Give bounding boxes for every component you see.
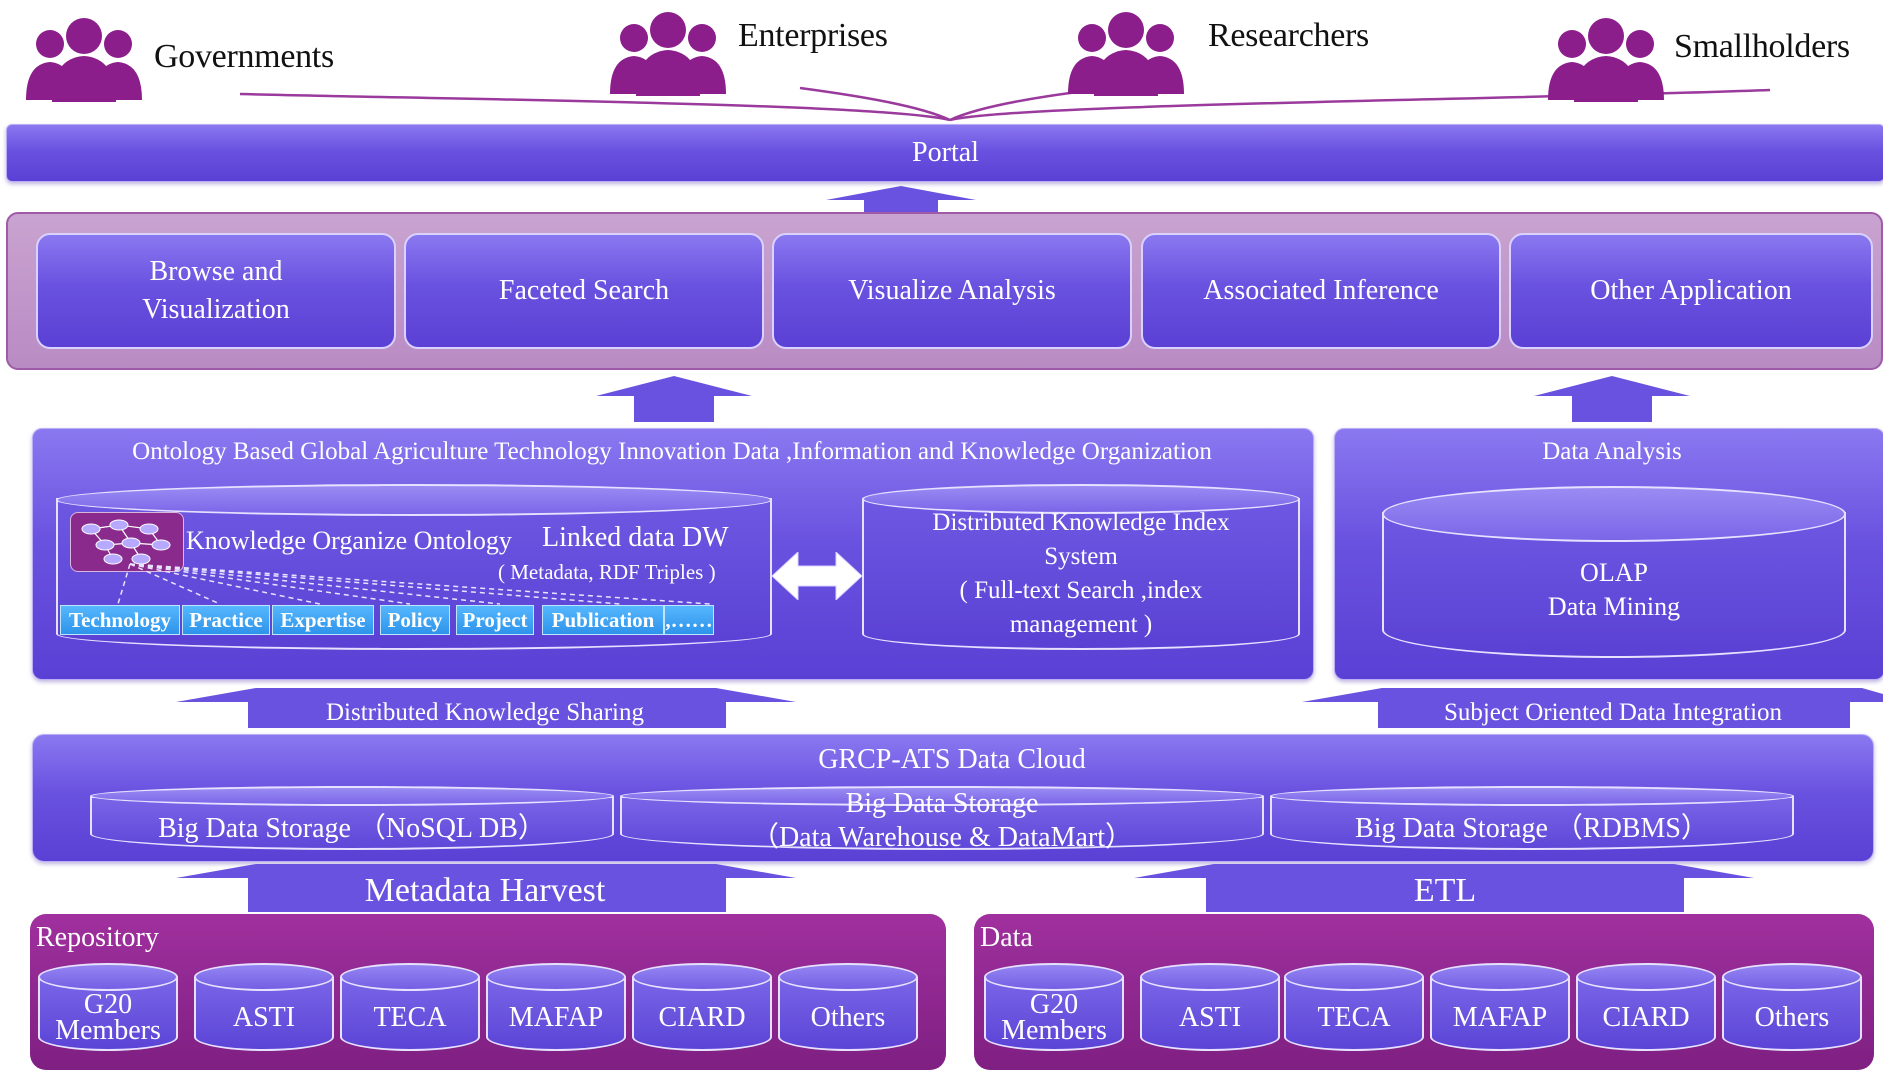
- metadata-harvest-arrow: [176, 864, 796, 912]
- storage-nosql-top: [90, 786, 614, 806]
- ontology-title: Ontology Based Global Agriculture Techno…: [132, 438, 1212, 465]
- portal-bar[interactable]: Portal: [6, 124, 1883, 182]
- sharing-label: Distributed Knowledge Sharing: [325, 699, 644, 726]
- app-associated-inference[interactable]: Associated Inference: [1141, 233, 1501, 349]
- linked-data-label: Linked data DW: [542, 522, 729, 553]
- tag-publication[interactable]: Publication: [542, 605, 664, 635]
- storage-nosql-label: Big Data Storage （NoSQL DB）: [158, 813, 546, 844]
- olap-cylinder-top: [1382, 486, 1846, 542]
- stakeholder-label: Enterprises: [738, 17, 888, 54]
- stakeholder-label: Smallholders: [1674, 28, 1850, 65]
- repo-source-g20[interactable]: G20 Members: [38, 963, 178, 1051]
- repo-source-asti[interactable]: ASTI: [194, 963, 334, 1051]
- repo-source-others[interactable]: Others: [778, 963, 918, 1051]
- up-arrow-icon: [826, 186, 976, 212]
- storage-warehouse-top: [620, 786, 1264, 806]
- storage-rdbms-label: Big Data Storage （RDBMS）: [1355, 813, 1709, 844]
- etl-arrow: [1134, 864, 1754, 912]
- app-other-application[interactable]: Other Application: [1509, 233, 1873, 349]
- knowledge-cylinder-top: [56, 484, 772, 516]
- portal-label: Portal: [912, 137, 979, 168]
- tag-policy[interactable]: Policy: [380, 605, 450, 635]
- storage-rdbms-top: [1270, 786, 1794, 806]
- stakeholder-governments: Governments: [20, 12, 334, 102]
- up-arrow-icon: [1534, 376, 1690, 422]
- user-group-icon: [610, 12, 726, 96]
- data-source-others[interactable]: Others: [1722, 963, 1862, 1051]
- repo-source-teca[interactable]: TECA: [340, 963, 480, 1051]
- ontology-graph-icon: [70, 512, 184, 572]
- data-source-mafap[interactable]: MAFAP: [1430, 963, 1570, 1051]
- repo-source-mafap[interactable]: MAFAP: [486, 963, 626, 1051]
- sharing-band-arrow: [176, 688, 796, 728]
- app-browse-visualization[interactable]: Browse and Visualization: [36, 233, 396, 349]
- data-title: Data: [980, 922, 1033, 953]
- integration-band-arrow: [1302, 688, 1883, 728]
- up-arrow-icon: [596, 376, 752, 422]
- data-source-teca[interactable]: TECA: [1284, 963, 1424, 1051]
- metadata-harvest-label: Metadata Harvest: [364, 872, 606, 909]
- index-cylinder-top: [862, 484, 1300, 514]
- app-faceted-search[interactable]: Faceted Search: [404, 233, 764, 349]
- double-arrow-icon: [772, 552, 862, 600]
- tag-project[interactable]: Project: [456, 605, 534, 635]
- tag-practice[interactable]: Practice: [182, 605, 270, 635]
- data-cloud-title: GRCP-ATS Data Cloud: [818, 744, 1086, 775]
- etl-label: ETL: [1413, 872, 1477, 909]
- stakeholder-enterprises: Enterprises: [604, 6, 888, 96]
- data-source-ciard[interactable]: CIARD: [1576, 963, 1716, 1051]
- ontology-links: [117, 563, 711, 605]
- tag-expertise[interactable]: Expertise: [272, 605, 374, 635]
- repo-source-ciard[interactable]: CIARD: [632, 963, 772, 1051]
- app-visualize-analysis[interactable]: Visualize Analysis: [772, 233, 1132, 349]
- data-source-g20[interactable]: G20 Members: [984, 963, 1124, 1051]
- index-cylinder: [862, 498, 1300, 650]
- tag-more[interactable]: ,……: [664, 605, 714, 635]
- stakeholder-researchers: Researchers: [1062, 6, 1369, 96]
- stakeholder-label: Governments: [154, 38, 334, 75]
- user-group-icon: [1068, 12, 1184, 96]
- linked-data-sublabel: ( Metadata, RDF Triples ): [498, 560, 716, 584]
- tag-technology[interactable]: Technology: [60, 605, 180, 635]
- user-group-icon: [26, 18, 142, 102]
- ontology-label: Knowledge Organize Ontology: [186, 526, 512, 555]
- repository-title: Repository: [36, 922, 159, 953]
- index-text: Distributed Knowledge Index System ( Ful…: [932, 509, 1230, 638]
- olap-text: OLAP Data Mining: [1547, 558, 1681, 621]
- storage-warehouse-label: Big Data Storage （Data Warehouse & DataM…: [750, 788, 1134, 853]
- user-group-icon: [1548, 18, 1664, 102]
- stakeholder-smallholders: Smallholders: [1542, 12, 1850, 102]
- data-source-asti[interactable]: ASTI: [1140, 963, 1280, 1051]
- integration-label: Subject Oriented Data Integration: [1443, 699, 1783, 726]
- data-analysis-title: Data Analysis: [1542, 438, 1682, 465]
- stakeholder-label: Researchers: [1208, 17, 1369, 54]
